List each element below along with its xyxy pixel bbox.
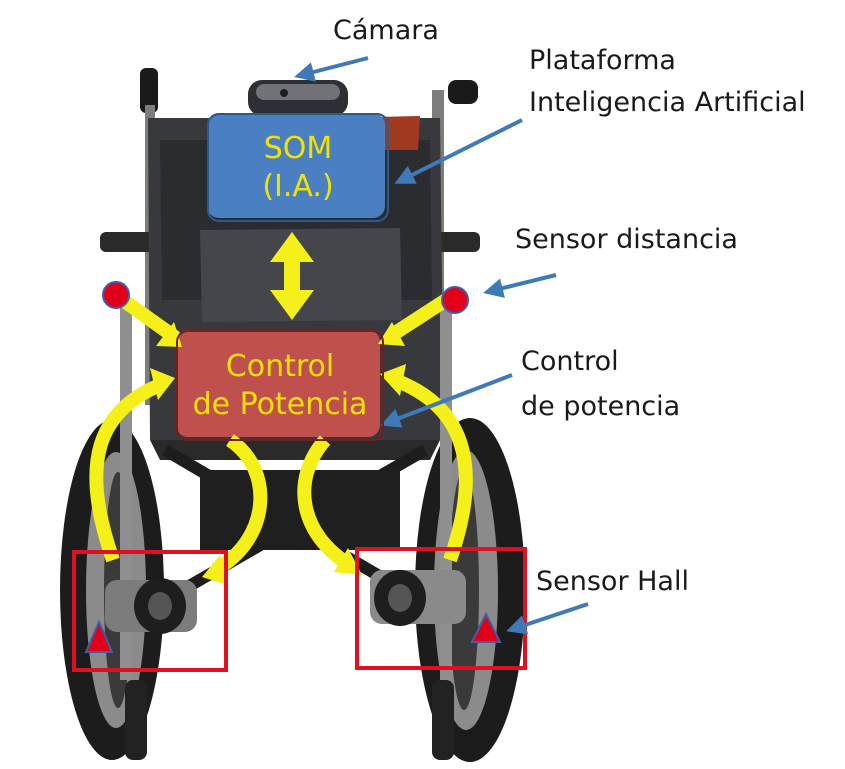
arrow-right-sensor [388, 294, 450, 341]
som-box: SOM (I.A.) [207, 113, 389, 222]
curve-right-inner [297, 435, 354, 571]
curve-right-outer [392, 373, 473, 563]
yellow-arrows [89, 232, 473, 585]
ai-platform-callout-arrow [394, 118, 523, 184]
power-control-label-line1: Control [521, 346, 619, 377]
distance-callout-arrow [483, 273, 557, 298]
power-control-label-line2: de potencia [521, 391, 681, 422]
camera-callout-arrow [294, 56, 369, 82]
double-arrow [270, 232, 314, 320]
hall-sensor-left-triangle [84, 619, 114, 653]
left-motor [105, 578, 197, 634]
ai-platform-label-line2: Inteligencia Artificial [529, 87, 806, 118]
right-motor [370, 570, 466, 626]
hall-callout-arrow [506, 602, 589, 635]
camera-label: Cámara [333, 15, 439, 46]
control-callout-arrow [380, 373, 513, 428]
curve-left-outer [89, 378, 163, 563]
callout-arrows [294, 56, 589, 635]
som-box-fill [207, 113, 385, 218]
hall-sensor-right-frame [355, 547, 527, 670]
distance-sensor-right-dot [441, 286, 469, 314]
control-box-fill [176, 330, 380, 437]
distance-sensor-label: Sensor distancia [515, 224, 738, 255]
distance-sensor-left-dot [102, 281, 130, 309]
ai-platform-label-line1: Plataforma [529, 45, 676, 76]
camera-device [248, 80, 348, 116]
hall-sensor-label: Sensor Hall [536, 566, 689, 597]
hall-sensor-left-frame [72, 550, 228, 672]
power-control-box: Control de Potencia [176, 330, 384, 441]
hall-sensor-right-triangle [470, 611, 502, 643]
curve-left-inner [211, 434, 268, 577]
